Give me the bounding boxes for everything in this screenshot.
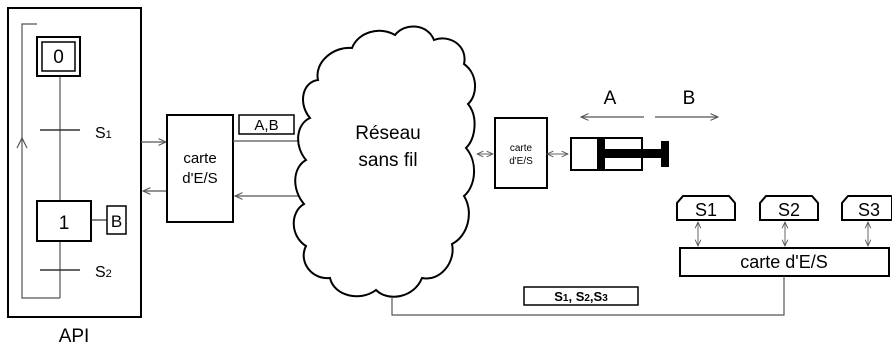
cylinder bbox=[570, 137, 669, 171]
cylinder-rod-end bbox=[661, 141, 669, 167]
sensor-s2: S2 S2 bbox=[759, 195, 819, 265]
sensor-bus-label: S1, S2,S3 bbox=[554, 289, 608, 304]
api-block: 0 S1 1 B S2 bbox=[7, 7, 142, 318]
sensor-s1-shape bbox=[676, 195, 736, 221]
step-0-label: 0 bbox=[53, 47, 64, 68]
cylinder-rod bbox=[605, 149, 661, 158]
step-1-label: 1 bbox=[59, 213, 70, 234]
network-label-line2: sans fil bbox=[358, 150, 417, 171]
sensor-s1-label: S1 bbox=[695, 200, 717, 220]
action-box bbox=[106, 205, 127, 235]
left-io-card-line1: carte bbox=[183, 150, 216, 167]
grafcet-return-loop bbox=[21, 23, 60, 299]
transition-s1-label: S1 bbox=[95, 125, 112, 142]
api-label: API bbox=[59, 326, 90, 347]
sensor-bus-line bbox=[391, 276, 785, 316]
action-label: B bbox=[111, 212, 122, 231]
middle-io-card-line2: d'E/S bbox=[509, 156, 533, 167]
left-io-card-line2: d'E/S bbox=[182, 170, 217, 187]
right-io-card bbox=[679, 247, 890, 277]
transition-s2-label: S2 bbox=[95, 264, 112, 281]
sensor-bus-box bbox=[523, 286, 639, 306]
grafcet-return-arrow bbox=[16, 136, 28, 149]
grafcet-step-1 bbox=[36, 200, 92, 242]
sensor-s3-shape bbox=[841, 195, 892, 221]
sensor-s3-label: S3 bbox=[858, 200, 880, 220]
network-label-line1: Réseau bbox=[355, 123, 421, 144]
direction-a-label: A bbox=[604, 88, 617, 109]
sensor-s2-label: S2 bbox=[778, 200, 800, 220]
signal-ab-box bbox=[238, 114, 295, 135]
cylinder-piston bbox=[597, 139, 605, 169]
network-cloud bbox=[292, 25, 476, 298]
right-io-card-label: carte d'E/S bbox=[740, 252, 827, 272]
grafcet-initial-step-inner bbox=[41, 41, 76, 72]
sensor-s2-shape bbox=[759, 195, 819, 221]
middle-io-card-line1: carte bbox=[510, 143, 533, 154]
signal-ab-label: A,B bbox=[254, 117, 278, 134]
left-io-card bbox=[166, 114, 234, 223]
direction-b-label: B bbox=[683, 88, 696, 109]
